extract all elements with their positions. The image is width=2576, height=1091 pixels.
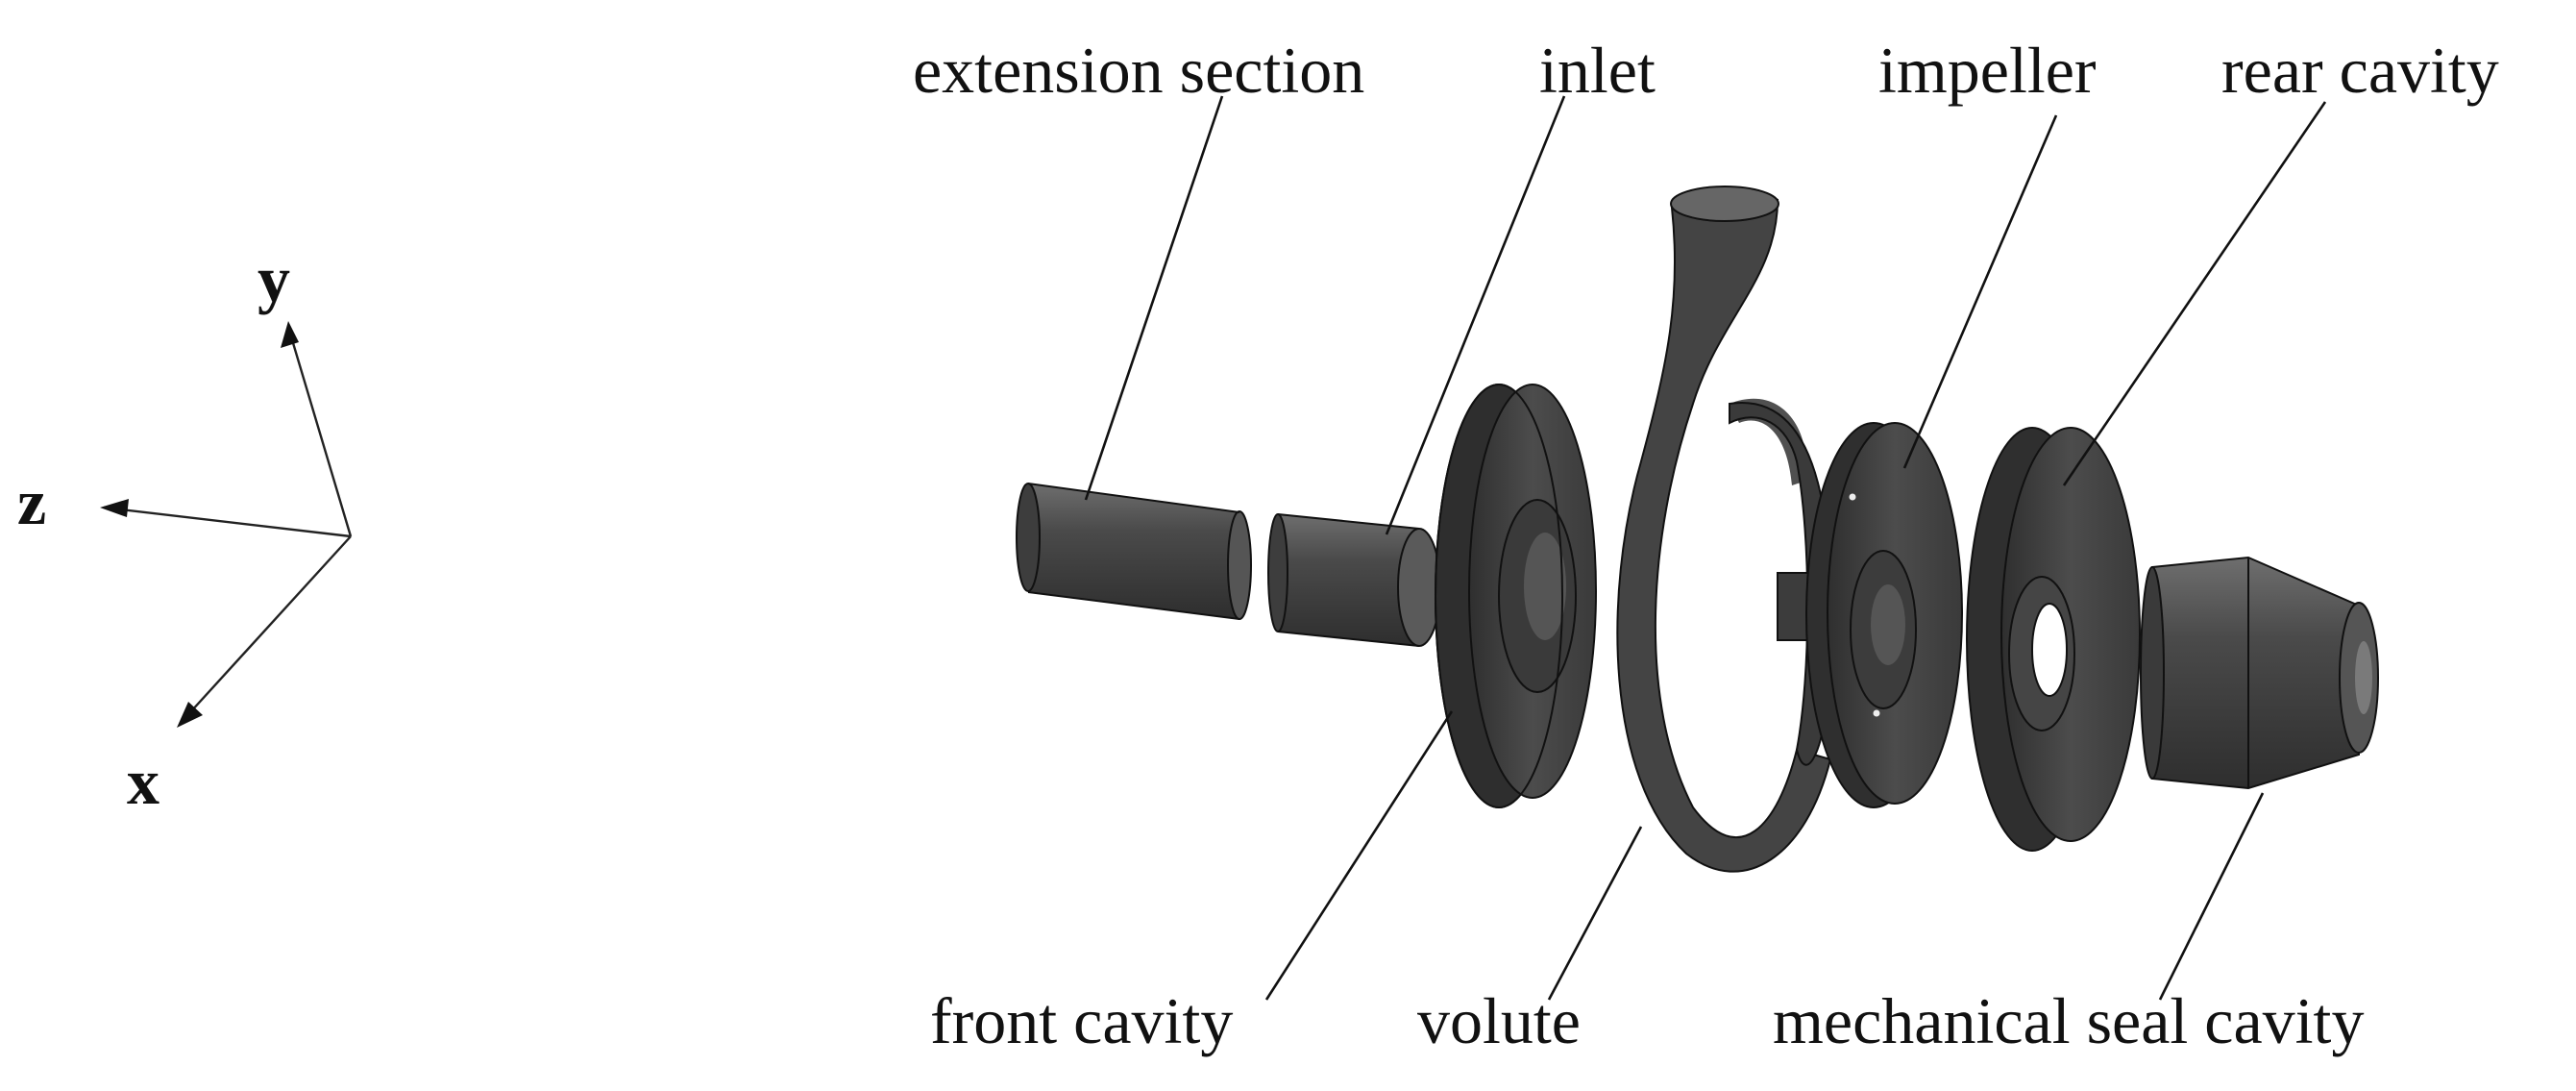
label-front-cavity: front cavity <box>930 984 1233 1057</box>
leader-inlet <box>1385 95 1566 535</box>
label-impeller: impeller <box>1878 34 2097 107</box>
leader-lines <box>1084 95 2327 1001</box>
y-axis-arrowhead <box>281 321 299 348</box>
mechanical-seal-cavity-part <box>2140 556 2379 790</box>
leader-volute <box>1547 826 1643 1001</box>
front-cavity-part <box>1435 384 1597 808</box>
leader-mechanical-seal-cavity <box>2158 792 2265 1001</box>
label-mechanical-seal-cavity: mechanical seal cavity <box>1773 984 2364 1057</box>
label-rear-cavity: rear cavity <box>2221 34 2499 107</box>
coordinate-axes: y z x <box>17 242 353 818</box>
inlet-part <box>1267 513 1441 647</box>
z-axis-arrowhead <box>100 499 129 517</box>
leader-extension-section <box>1084 95 1224 501</box>
label-inlet: inlet <box>1539 34 1656 107</box>
z-axis-label: z <box>17 465 46 538</box>
rear-cavity-part <box>1966 427 2141 852</box>
x-axis-arrowhead <box>177 702 203 728</box>
extension-section-part <box>1016 483 1252 620</box>
volute-part <box>1616 186 1832 873</box>
leader-front-cavity <box>1264 710 1454 1001</box>
y-axis-label: y <box>258 242 290 315</box>
leader-rear-cavity <box>2062 101 2327 486</box>
part-labels: extension section inlet impeller rear ca… <box>913 34 2499 1057</box>
z-axis-line <box>103 506 352 538</box>
leader-impeller <box>1902 114 2058 469</box>
label-volute: volute <box>1417 984 1581 1057</box>
label-extension-section: extension section <box>913 34 1364 107</box>
y-axis-line <box>286 326 353 537</box>
impeller-part <box>1777 422 1963 808</box>
x-axis-line <box>180 535 352 724</box>
x-axis-label: x <box>127 745 159 818</box>
